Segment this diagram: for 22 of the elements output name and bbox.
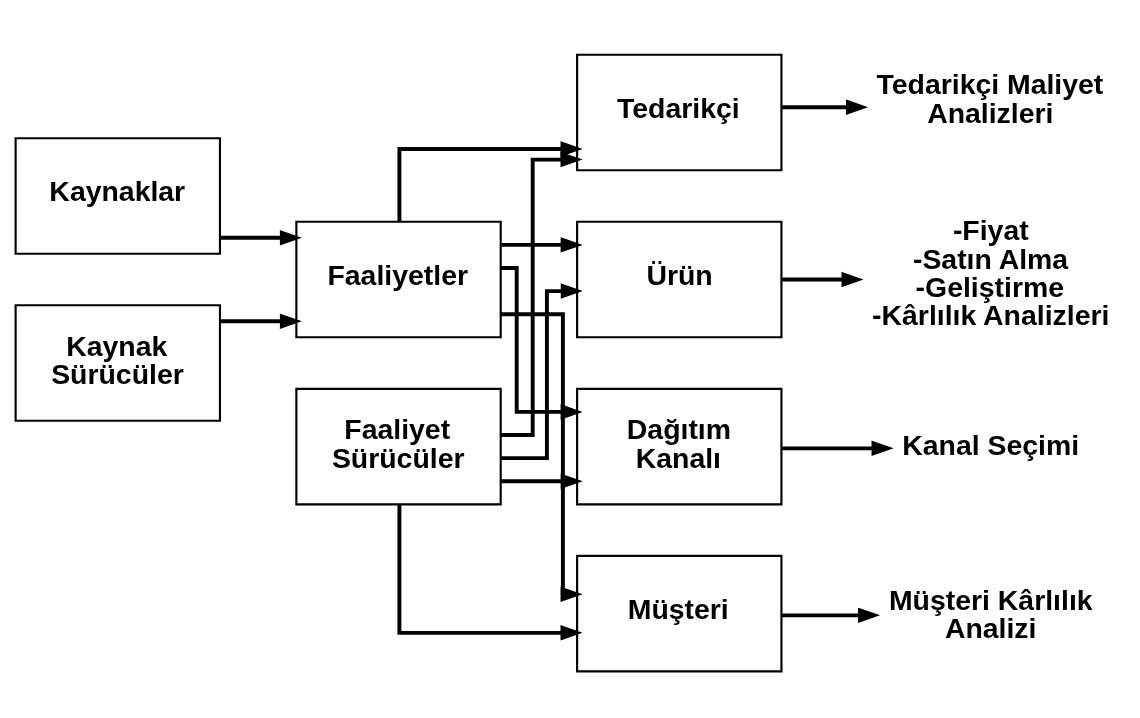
- node-text: Kanal Seçimi: [902, 428, 1080, 461]
- node-box: Kaynak Sürücüler: [14, 303, 222, 422]
- arrow: [220, 229, 302, 245]
- node-box: Faaliyet Sürücüler: [295, 387, 502, 505]
- node-box: Dağıtım Kanalı: [576, 387, 783, 505]
- arrow: [220, 313, 302, 329]
- node-box: Faaliyetler: [295, 220, 502, 338]
- arrow: [397, 140, 583, 221]
- node-box: Müşteri: [576, 554, 783, 672]
- node-box: Tedarikçi: [576, 53, 783, 171]
- node-box: Ürün: [576, 220, 783, 338]
- node-text: Müşteri Kârlılık Analizi: [888, 583, 1093, 644]
- arrow: [501, 473, 583, 489]
- node-box: Kaynaklar: [14, 136, 222, 255]
- arrow: [782, 98, 869, 115]
- node-text: -Fiyat -Satın Alma -Geliştirme -Kârlılık Analizleri: [872, 213, 1110, 331]
- arrow: [397, 504, 583, 641]
- arrow: [782, 271, 864, 287]
- arrow: [782, 607, 881, 623]
- arrow: [782, 440, 894, 456]
- arrow: [501, 236, 583, 253]
- node-text: Tedarikçi Maliyet Analizleri: [876, 67, 1104, 129]
